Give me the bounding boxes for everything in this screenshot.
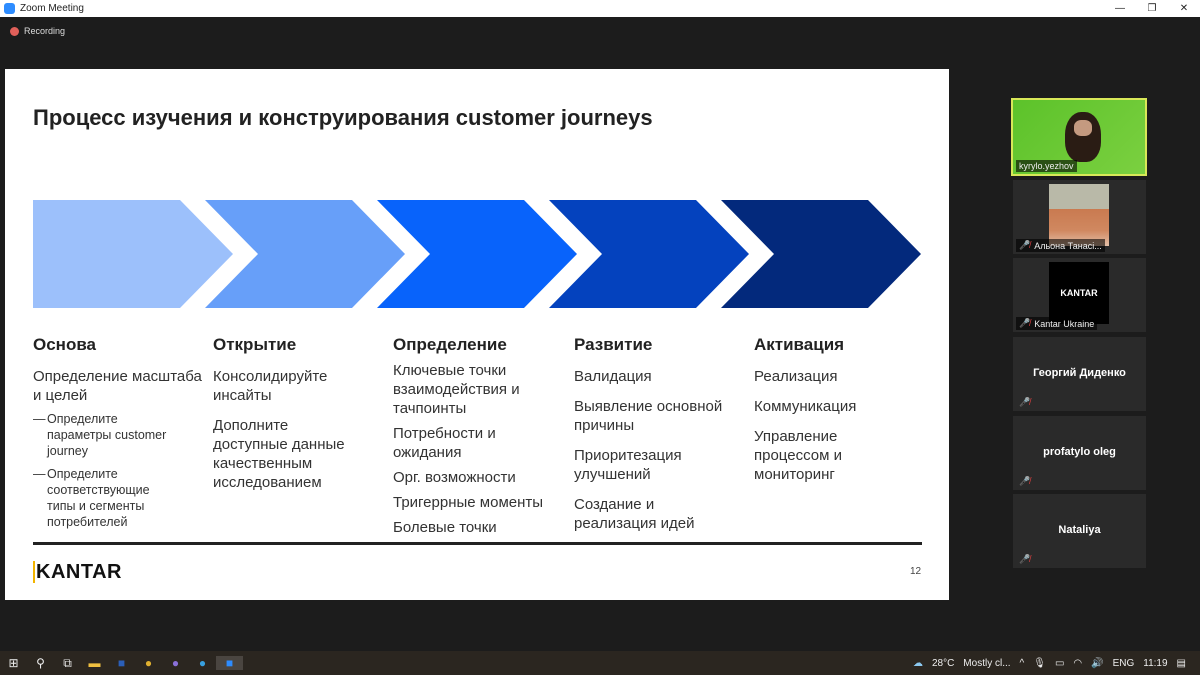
wifi-icon[interactable]: ◠ <box>1073 657 1083 669</box>
column-item: Тригеррные моменты <box>393 494 544 511</box>
participant-tile[interactable]: 🎤̸Альона Танасі... <box>1013 180 1146 254</box>
file-explorer-icon[interactable]: ▬ <box>88 656 101 670</box>
page-number: 12 <box>910 566 922 577</box>
participant-name: Nataliya <box>1058 524 1101 536</box>
chevron-step-2 <box>205 200 405 308</box>
kantar-logo: KANTAR <box>33 561 122 584</box>
viber-icon[interactable]: ● <box>171 656 180 670</box>
participant-name: kyrylo.yezhov <box>1016 160 1077 172</box>
battery-icon[interactable]: ▭ <box>1054 657 1065 669</box>
participant-video <box>1065 112 1101 162</box>
column-osnova: Основа Определение масштаба и целей Опре… <box>33 335 208 537</box>
record-icon <box>10 26 19 36</box>
participant-name: profatylo oleg <box>1043 446 1116 458</box>
column-item: Коммуникация <box>754 398 857 415</box>
column-item: Болевые точки <box>393 519 497 536</box>
column-heading: Основа <box>33 335 97 354</box>
chevron-step-1 <box>33 200 233 308</box>
weather-text[interactable]: Mostly cl... <box>963 657 1011 669</box>
muted-mic-icon: 🎤̸ <box>1019 476 1031 486</box>
column-heading: Развитие <box>574 335 653 354</box>
weather-temp[interactable]: 28°C <box>931 657 955 669</box>
column-razvitie: Развитие Валидация Выявление основной пр… <box>574 335 724 544</box>
column-item: Реализация <box>754 368 838 385</box>
word-icon[interactable]: ■ <box>117 656 126 670</box>
microphone-icon[interactable]: 🎙 <box>1033 657 1046 669</box>
participant-photo <box>1049 184 1109 246</box>
footer-divider <box>33 542 922 545</box>
chrome-icon[interactable]: ● <box>144 656 153 670</box>
close-button[interactable]: ✕ <box>1179 3 1189 14</box>
shared-slide: Процесс изучения и конструирования custo… <box>5 69 949 600</box>
participant-tile[interactable]: profatylo oleg 🎤̸ <box>1013 416 1146 490</box>
window-titlebar: Zoom Meeting — ❐ ✕ <box>0 0 1200 17</box>
column-item: Ключевые точки взаимодействия и тачпоинт… <box>393 362 520 417</box>
chevron-step-5 <box>721 200 921 308</box>
participant-tile[interactable]: Георгий Диденко 🎤̸ <box>1013 337 1146 411</box>
zoom-app-icon <box>4 3 15 14</box>
task-view-icon[interactable]: ⧉ <box>63 655 72 670</box>
column-item: Создание и реализация идей <box>574 496 695 532</box>
column-heading: Открытие <box>213 335 297 354</box>
recording-indicator[interactable]: Recording <box>10 26 65 36</box>
column-item: Определение масштаба и целей <box>33 368 202 404</box>
column-item: Валидация <box>574 368 652 385</box>
participant-tile[interactable]: Nataliya 🎤̸ <box>1013 494 1146 568</box>
column-item: Выявление основной причины <box>574 398 723 434</box>
muted-mic-icon: 🎤̸ <box>1019 554 1031 564</box>
column-item: Потребности и ожидания <box>393 425 496 461</box>
muted-mic-icon: 🎤̸ <box>1019 240 1031 250</box>
notifications-icon[interactable]: ▤ <box>1176 657 1186 669</box>
minimize-button[interactable]: — <box>1115 3 1125 14</box>
slide-title: Процесс изучения и конструирования custo… <box>33 105 653 130</box>
column-item: Приоритезация улучшений <box>574 447 682 483</box>
column-aktivatsiya: Активация Реализация Коммуникация Управл… <box>754 335 884 495</box>
column-heading: Определение <box>393 335 507 354</box>
start-windows-icon[interactable]: ⊞ <box>8 656 19 670</box>
clock[interactable]: 11:19 <box>1143 657 1168 669</box>
participant-name: Георгий Диденко <box>1033 367 1126 379</box>
participant-tile[interactable]: KANTAR 🎤̸Kantar Ukraine <box>1013 258 1146 332</box>
column-opredelenie: Определение Ключевые точки взаимодействи… <box>393 335 565 543</box>
participant-tile-active-speaker[interactable]: kyrylo.yezhov <box>1011 98 1147 176</box>
telegram-icon[interactable]: ● <box>198 656 207 670</box>
participant-name: Kantar Ukraine <box>1034 318 1095 329</box>
volume-icon[interactable]: 🔊 <box>1091 657 1104 669</box>
maximize-button[interactable]: ❐ <box>1147 3 1157 14</box>
chevron-step-3 <box>377 200 577 308</box>
column-subitem: Определите параметры customer journey <box>33 411 183 459</box>
process-chevrons <box>33 200 921 308</box>
column-item: Дополните доступные данные качественным … <box>213 417 345 491</box>
column-item: Орг. возможности <box>393 469 516 486</box>
column-subitem: Определите соответствующие типы и сегмен… <box>33 466 173 530</box>
muted-mic-icon: 🎤̸ <box>1019 397 1031 407</box>
muted-mic-icon: 🎤̸ <box>1019 318 1031 328</box>
zoom-taskbar-icon[interactable]: ■ <box>216 656 243 670</box>
column-otkrytie: Открытие Консолидируйте инсайты Дополнит… <box>213 335 363 503</box>
show-hidden-icons-icon[interactable]: ^ <box>1019 657 1025 669</box>
recording-label: Recording <box>24 26 66 36</box>
column-item: Консолидируйте инсайты <box>213 368 328 404</box>
participant-name: Альона Танасі... <box>1034 240 1102 251</box>
column-heading: Активация <box>754 335 845 354</box>
window-title: Zoom Meeting <box>20 3 84 14</box>
weather-cloud-icon[interactable]: ☁ <box>912 657 923 669</box>
chevron-step-4 <box>549 200 749 308</box>
windows-taskbar: ⊞ ⚲ ⧉ ▬ ■ ● ● ● ■ ☁ 28°C Mostly cl... ^ … <box>0 651 1200 675</box>
column-item: Управление процессом и мониторинг <box>754 428 842 483</box>
participant-logo: KANTAR <box>1049 262 1109 324</box>
language-indicator[interactable]: ENG <box>1112 657 1135 669</box>
search-icon[interactable]: ⚲ <box>36 656 45 670</box>
